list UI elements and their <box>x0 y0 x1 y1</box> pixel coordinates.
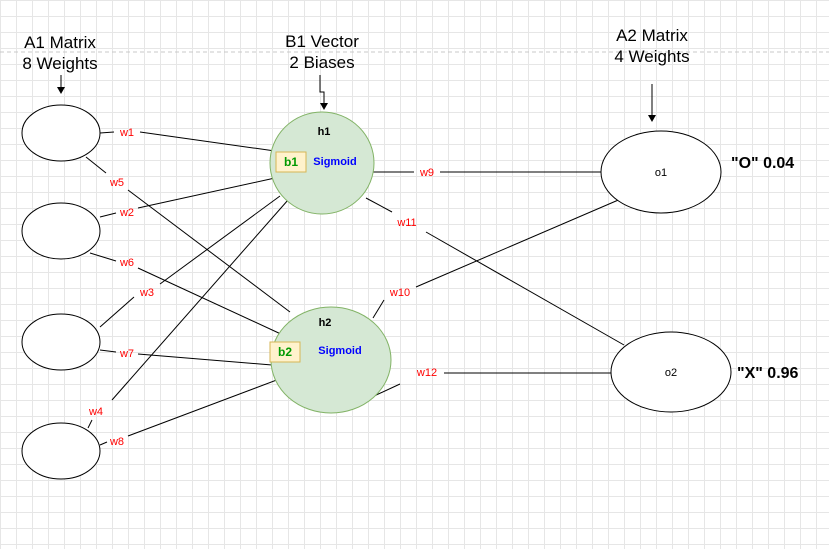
bias-b2-box <box>269 341 301 363</box>
hidden-node-h1: h1 b1 Sigmoid <box>269 111 375 215</box>
o2-result: "X" 0.96 <box>737 365 799 382</box>
h2-label: h2 <box>319 317 332 329</box>
a1-matrix-title: A1 Matrix <box>24 33 96 52</box>
h1-label: h1 <box>318 126 331 138</box>
b1-vector-title: B1 Vector <box>285 32 359 51</box>
weight-w10: w10 <box>389 287 410 299</box>
a2-matrix-subtitle: 4 Weights <box>614 47 689 66</box>
input-node-3 <box>21 313 101 371</box>
h1-activation: Sigmoid <box>313 156 356 168</box>
o1-result: "O" 0.04 <box>731 155 794 172</box>
weight-w6: w6 <box>119 257 134 269</box>
weight-w11: w11 <box>396 217 416 229</box>
output-node-o1: o1 <box>600 130 722 214</box>
weight-w7: w7 <box>119 348 134 360</box>
output-node-o2: o2 <box>610 331 732 413</box>
hidden-node-h2: h2 b2 Sigmoid <box>269 306 392 414</box>
b1-vector-subtitle: 2 Biases <box>289 53 354 72</box>
weight-w2: w2 <box>119 207 134 219</box>
bias-b1-box <box>275 151 307 173</box>
weight-w5: w5 <box>109 177 124 189</box>
weight-w3: w3 <box>139 287 154 299</box>
weight-w8: w8 <box>109 436 124 448</box>
o2-label: o2 <box>665 367 677 379</box>
weight-w9: w9 <box>419 167 434 179</box>
input-node-2 <box>21 202 101 260</box>
a2-matrix-title: A2 Matrix <box>616 26 688 45</box>
input-node-4 <box>21 422 101 480</box>
b1-arrow <box>319 75 328 110</box>
hidden-output-connections <box>365 171 625 397</box>
o1-label: o1 <box>655 167 667 179</box>
bias-b2-label: b2 <box>278 345 292 359</box>
weight-w1: w1 <box>119 127 134 139</box>
weight-w4: w4 <box>88 406 103 418</box>
a1-matrix-subtitle: 8 Weights <box>22 54 97 73</box>
h2-activation: Sigmoid <box>318 345 361 357</box>
weight-w12: w12 <box>416 367 437 379</box>
a1-arrow <box>57 75 65 94</box>
a2-arrow <box>648 84 656 122</box>
input-hidden-connections <box>85 131 291 446</box>
bias-b1-label: b1 <box>284 155 298 169</box>
input-node-1 <box>21 104 101 162</box>
